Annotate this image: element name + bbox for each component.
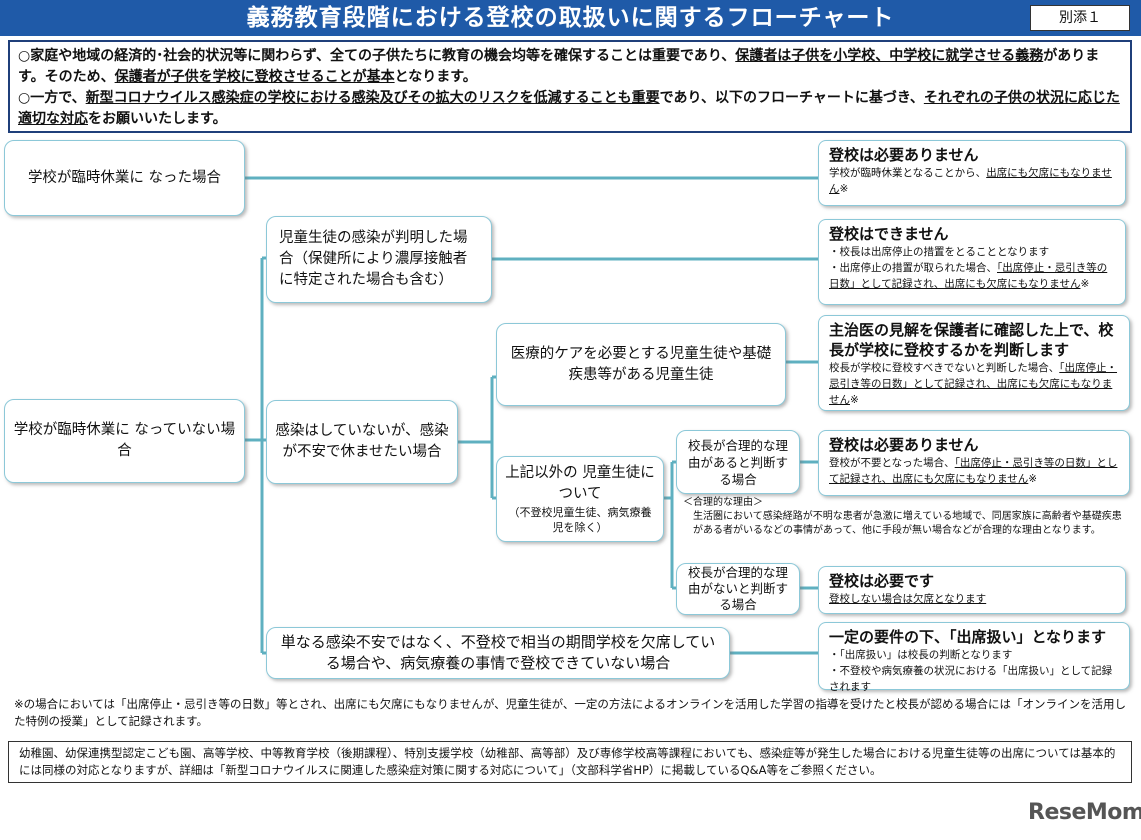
result-reasonable-yes: 登校は必要ありません 登校が不要となった場合、「出席停止・忌引き等の日数」として…: [818, 430, 1130, 496]
result-detail: 登校が不要となった場合、「出席停止・忌引き等の日数」として記録され、出席にも欠席…: [829, 457, 1118, 485]
result-reasonable-no: 登校は必要です 登校しない場合は欠席となります: [818, 566, 1126, 614]
condition-other-students: 上記以外の 児童生徒について （不登校児童生徒、病気療養児を除く）: [496, 456, 664, 542]
condition-infection-known: 児童生徒の感染が判明した場合（保健所により濃厚接触者に特定された場合も含む）: [266, 216, 492, 303]
intro-emphasis: 保護者は子供を小学校、中学校に就学させる義務: [735, 48, 1044, 64]
condition-text: 単なる感染不安ではなく、不登校で相当の期間学校を欠席している場合や、病気療養の事…: [280, 633, 716, 672]
bottom-note: 幼稚園、幼保連携型認定こども園、高等学校、中等教育学校（後期課程）、特別支援学校…: [8, 741, 1132, 783]
connector-other-branch: [664, 460, 676, 590]
result-heading: 登校は必要ありません: [829, 146, 979, 164]
intro-text: をお願いいたします。: [88, 111, 227, 127]
condition-text: 校長が合理的な理由があると判断する場合: [687, 437, 788, 487]
reason-title: ＜合理的な理由＞: [683, 497, 763, 508]
page-title: 義務教育段階における登校の取扱いに関するフローチャート: [246, 5, 895, 31]
condition-text: 感染はしていないが、感染が不安で休ませたい場合: [275, 423, 449, 460]
intro-text: ○一方で、: [18, 90, 86, 106]
annex-label: 別添１: [1030, 5, 1130, 31]
result-heading: 登校はできません: [829, 225, 949, 243]
reason-body: 生活圏において感染経路が不明な患者が急激に増えている地域で、同居家族に高齢者や基…: [693, 511, 1122, 536]
result-medical: 主治医の見解を保護者に確認した上で、校長が学校に登校するかを判断します 校長が学…: [818, 315, 1130, 411]
condition-long-absence: 単なる感染不安ではなく、不登校で相当の期間学校を欠席している場合や、病気療養の事…: [266, 627, 730, 679]
condition-anxious: 感染はしていないが、感染が不安で休ませたい場合: [266, 400, 458, 484]
condition-text: 学校が臨時休業に なっていない場合: [13, 422, 236, 459]
title-bar: [0, 0, 1141, 36]
intro-text: となります。: [394, 69, 477, 85]
intro-text: があります。そのため、: [18, 48, 1100, 85]
result-detail: ・出席停止の措置が取られた場合、「出席停止・忌引き等の日数」として記録され、出席…: [829, 262, 1108, 290]
intro-text: であり、以下のフローチャートに基づき、: [659, 90, 924, 106]
intro-text: ○家庭や地域の経済的･社会的状況等に関わらず、全ての子供たちに教育の機会均等を確…: [18, 48, 736, 64]
connector-not-closed-trunk: [245, 256, 266, 655]
condition-school-closed: 学校が臨時休業に なった場合: [4, 140, 245, 216]
intro-paragraph-2: ○一方で、新型コロナウイルス感染症の学校における感染及びその拡大のリスクを低減す…: [18, 88, 1122, 130]
result-detail: ・校長は出席停止の措置をとることとなります: [829, 246, 1050, 258]
result-closed: 登校は必要ありません 学校が臨時休業となることから、出席にも欠席にもなりません※: [818, 140, 1126, 206]
condition-school-not-closed: 学校が臨時休業に なっていない場合: [4, 399, 245, 483]
result-long-absence: 一定の要件の下、「出席扱い」となります ・「出席扱い」は校長の判断となります ・…: [818, 622, 1130, 693]
result-heading: 登校は必要ありません: [829, 436, 979, 454]
resemom-logo: ReseMom: [1028, 800, 1141, 825]
intro-emphasis: 保護者が子供を学校に登校させることが基本: [114, 69, 395, 85]
intro-paragraph-1: ○家庭や地域の経済的･社会的状況等に関わらず、全ての子供たちに教育の機会均等を確…: [18, 46, 1122, 88]
result-detail: ・「出席扱い」は校長の判断となります: [829, 649, 1013, 661]
result-detail: ・不登校や病気療養の状況における「出席扱い」として記録されます: [829, 665, 1113, 693]
intro-box: ○家庭や地域の経済的･社会的状況等に関わらず、全ての子供たちに教育の機会均等を確…: [8, 40, 1132, 133]
condition-subtext: （不登校児童生徒、病気療養児を除く）: [508, 506, 652, 534]
reasonable-reason-note: ＜合理的な理由＞ 生活圏において感染経路が不明な患者が急激に増えている地域で、同…: [683, 496, 1123, 538]
condition-text: 学校が臨時休業に なった場合: [27, 169, 222, 186]
condition-reasonable-no: 校長が合理的な理由がないと判断する場合: [676, 563, 800, 615]
result-detail: 学校が臨時休業となることから、出席にも欠席にもなりません※: [829, 167, 1112, 195]
condition-reasonable-yes: 校長が合理的な理由があると判断する場合: [676, 430, 800, 494]
result-heading: 登校は必要です: [829, 572, 935, 590]
condition-text: 医療的ケアを必要とする児童生徒や基礎疾患等がある児童生徒: [510, 345, 772, 383]
condition-medical-care: 医療的ケアを必要とする児童生徒や基礎疾患等がある児童生徒: [496, 323, 786, 406]
result-heading: 主治医の見解を保護者に確認した上で、校長が学校に登校するかを判断します: [829, 321, 1114, 359]
result-detail: 登校しない場合は欠席となります: [829, 593, 987, 605]
result-detail: 校長が学校に登校すべきでないと判断した場合、「出席停止・忌引き等の日数」として記…: [829, 362, 1118, 406]
intro-emphasis: それぞれの子供の状況に応じた適切な対応: [18, 90, 1120, 127]
result-infection: 登校はできません ・校長は出席停止の措置をとることとなります ・出席停止の措置が…: [818, 219, 1126, 305]
footnote: ※の場合においては「出席停止・忌引き等の日数」等とされ、出席にも欠席にもなりませ…: [14, 697, 1127, 728]
intro-emphasis: 新型コロナウイルス感染症の学校における感染及びその拡大のリスクを低減することも重…: [85, 90, 660, 106]
condition-text: 上記以外の 児童生徒について: [505, 465, 655, 502]
condition-text: 児童生徒の感染が判明した場合（保健所により濃厚接触者に特定された場合も含む）: [279, 230, 468, 288]
connector-anxious-branch: [458, 375, 496, 500]
result-heading: 一定の要件の下、「出席扱い」となります: [829, 628, 1107, 646]
condition-text: 校長が合理的な理由がないと判断する場合: [687, 565, 788, 612]
